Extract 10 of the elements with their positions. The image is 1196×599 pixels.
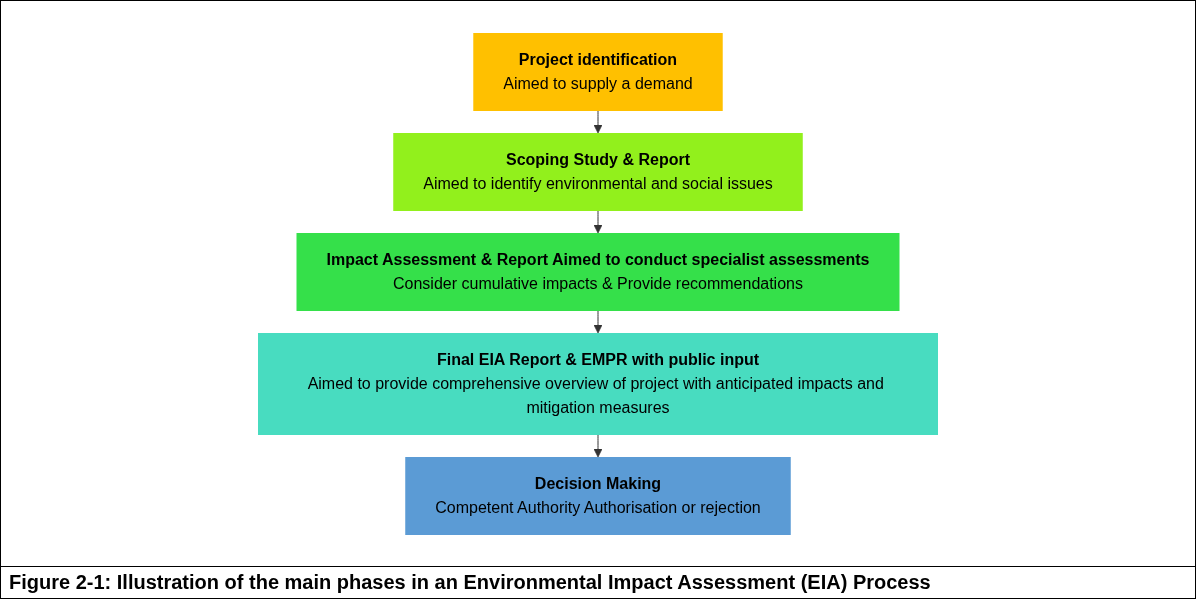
arrow	[593, 110, 603, 133]
figure-caption: Figure 2-1: Illustration of the main phases in an Environmental Impact Assessment (EIA) Process	[1, 566, 1195, 598]
node-box: Decision Making Competent Authority Authorisation or rejection	[405, 456, 791, 535]
node-box: Final EIA Report & EMPR with public input Aimed to provide comprehensive overview of project with anticipated impacts and mitigation measures	[258, 332, 938, 435]
arrow	[593, 434, 603, 457]
arrow	[593, 310, 603, 333]
node-box: Impact Assessment & Report Aimed to conduct specialist assessments Consider cumulative impacts & Provide recommendations	[296, 232, 900, 311]
node-box: Scoping Study & Report Aimed to identify environmental and social issues	[393, 132, 803, 211]
arrow	[593, 210, 603, 233]
node-box: Project identification Aimed to supply a demand	[473, 32, 723, 111]
